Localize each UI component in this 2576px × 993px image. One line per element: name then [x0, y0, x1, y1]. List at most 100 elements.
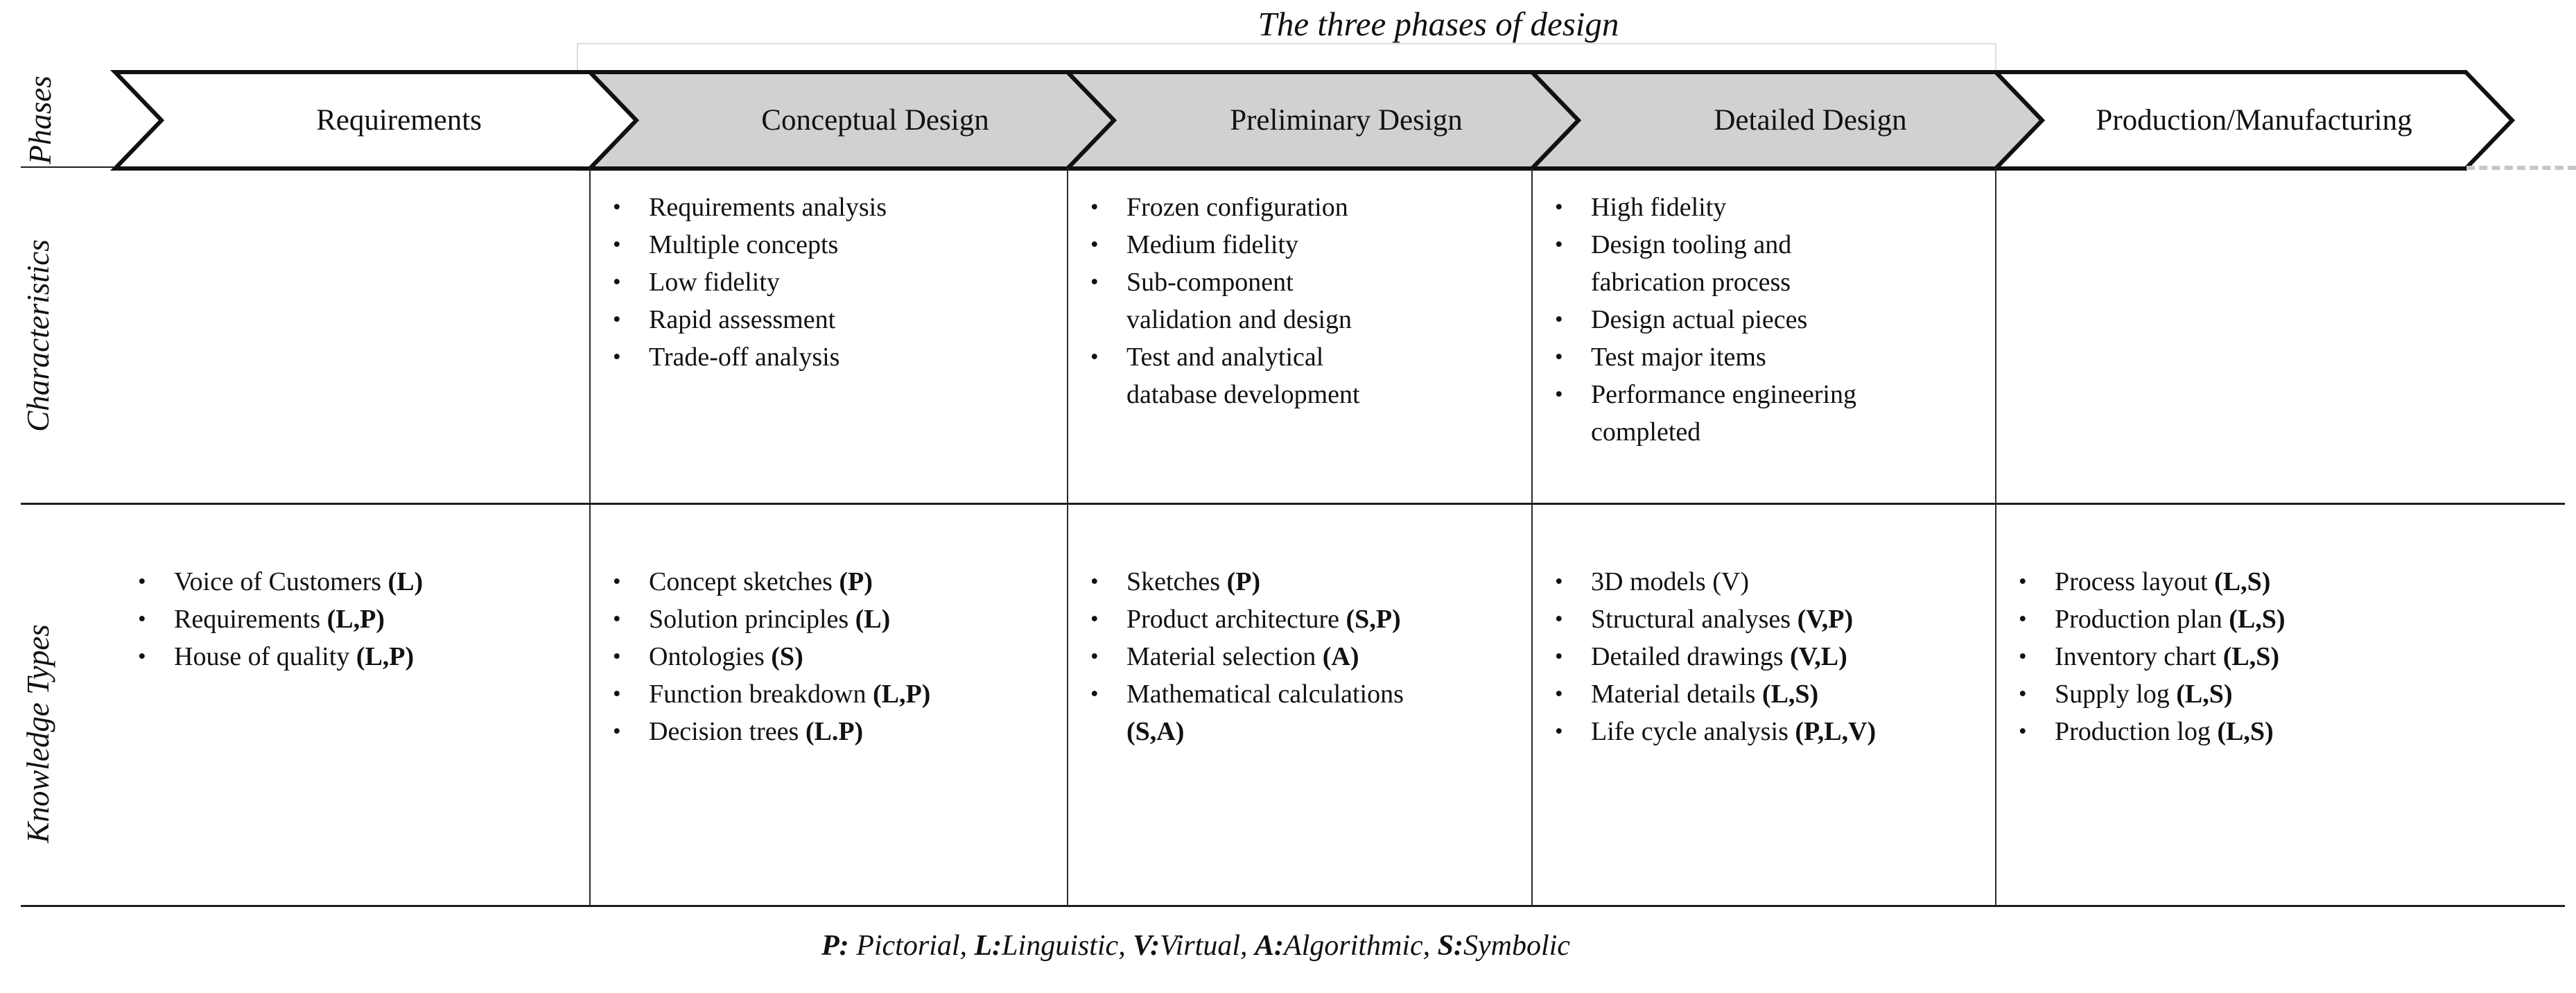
phase-label-preliminary-design: Preliminary Design: [1230, 104, 1463, 137]
knowledge-cell-detailed: •3D models (V)•Structural analyses (V,P)…: [1555, 563, 1971, 750]
list-item: •Multiple concepts: [613, 226, 1000, 264]
list-item-text: Production plan (L,S): [2055, 605, 2286, 634]
knowledge-cell-conceptual: •Concept sketches (P)•Solution principle…: [613, 563, 1022, 750]
knowledge-type-tag: (L.P): [805, 717, 864, 746]
list-item: •3D models (V): [1555, 563, 1971, 601]
list-item: •Material selection (A): [1090, 638, 1492, 675]
bullet-icon: •: [1090, 270, 1099, 295]
legend-value: Pictorial,: [848, 930, 975, 962]
list-item-text: Rapid assessment: [649, 305, 836, 334]
bullet-icon: •: [1555, 607, 1563, 632]
bullet-icon: •: [613, 607, 621, 632]
bullet-icon: •: [613, 270, 621, 295]
bullet-icon: •: [2019, 682, 2027, 707]
list-item: •Requirements analysis: [613, 189, 1000, 226]
bullet-icon: •: [1090, 644, 1099, 669]
legend-value: Virtual,: [1160, 930, 1255, 962]
list-item: •Mathematical calculations (S,A): [1090, 675, 1492, 750]
list-item: •Trade-off analysis: [613, 338, 1000, 376]
bullet-icon: •: [138, 607, 146, 632]
knowledge-type-tag: (L,S): [1761, 680, 1819, 709]
bullet-icon: •: [1555, 382, 1563, 407]
list-item-text: Performance engineering completed: [1591, 380, 1856, 447]
column-divider-2: [1067, 169, 1068, 906]
knowledge-type-tag: (L,S): [2217, 717, 2274, 746]
list-item-text: Voice of Customers (L): [174, 567, 424, 596]
knowledge-type-tag: (S): [771, 642, 803, 671]
list-item: • Life cycle analysis (P,L,V): [1555, 713, 1971, 750]
list-item: •Ontologies (S): [613, 638, 1022, 675]
bullet-icon: •: [1555, 345, 1563, 370]
list-item: •Requirements (L,P): [138, 601, 543, 638]
bullet-icon: •: [613, 307, 621, 332]
knowledge-type-tag: (L,S): [2229, 605, 2286, 634]
row-divider-line: [21, 503, 2565, 505]
characteristics-cell-detailed: •High fidelity•Design tooling and fabric…: [1555, 189, 1929, 451]
row-label-phases: Phases: [23, 76, 58, 164]
list-item-text: Supply log (L,S): [2055, 680, 2233, 709]
bullet-icon: •: [2019, 569, 2027, 594]
knowledge-type-tag: (L,P): [872, 680, 931, 709]
legend-key: V:: [1133, 930, 1160, 962]
bullet-icon: •: [1090, 569, 1099, 594]
list-item: •Medium fidelity: [1090, 226, 1465, 264]
list-item-text: Product architecture (S,P): [1126, 605, 1401, 634]
list-item: •Test and analytical database developmen…: [1090, 338, 1465, 413]
list-item-text: Decision trees (L.P): [649, 717, 864, 746]
list-item: • Performance engineering completed: [1555, 376, 1929, 451]
knowledge-cell-requirements: • Voice of Customers (L) •Requirements (L,…: [138, 563, 543, 675]
legend-value: Linguistic,: [1002, 930, 1133, 962]
list-item-text: Sketches (P): [1126, 567, 1261, 596]
list-item: • Process layout (L,S): [2019, 563, 2462, 601]
phase-label-requirements: Requirements: [316, 104, 482, 137]
bullet-icon: •: [2019, 607, 2027, 632]
knowledge-type-tag: (L,S): [2222, 642, 2279, 671]
list-item: •Frozen configuration: [1090, 189, 1465, 226]
list-item-text: Concept sketches (P): [649, 567, 873, 596]
list-item-text: Design tooling and fabrication process: [1591, 230, 1792, 297]
legend-key: A:: [1254, 930, 1284, 962]
list-item-text: Detailed drawings (V,L): [1591, 642, 1847, 671]
dashed-continuation-line: [2466, 166, 2576, 170]
list-item: • Sketches (P): [1090, 563, 1492, 601]
list-item-text: Requirements analysis: [649, 193, 887, 222]
knowledge-type-tag: (S,A): [1126, 717, 1185, 746]
bullet-icon: •: [2019, 644, 2027, 669]
list-item: •Low fidelity: [613, 264, 1000, 301]
knowledge-type-tag: (A): [1322, 642, 1359, 671]
knowledge-type-tag: (V,L): [1790, 642, 1847, 671]
list-item-text: Frozen configuration: [1126, 193, 1348, 222]
list-item: • Design tooling and fabrication process: [1555, 226, 1929, 301]
bullet-icon: •: [1555, 569, 1563, 594]
list-item: •Material details (L,S): [1555, 675, 1971, 713]
list-item-text: Multiple concepts: [649, 230, 839, 259]
bullet-icon: •: [1090, 345, 1099, 370]
list-item: • Production plan (L,S): [2019, 601, 2462, 638]
knowledge-cell-production: • Process layout (L,S) • Production plan (L…: [2019, 563, 2462, 750]
list-item-text: Function breakdown (L,P): [649, 680, 931, 709]
list-item-text: Production log (L,S): [2055, 717, 2274, 746]
knowledge-type-tag: (L,S): [2176, 680, 2233, 709]
bullet-icon: •: [138, 644, 146, 669]
list-item-text: Trade-off analysis: [649, 343, 840, 372]
list-item-text: Life cycle analysis (P,L,V): [1591, 717, 1877, 746]
list-item: •Production log (L,S): [2019, 713, 2462, 750]
knowledge-type-tag: (S,P): [1346, 605, 1401, 634]
list-item-text: Solution principles (L): [649, 605, 891, 634]
row-label-characteristics: Characteristics: [21, 239, 55, 432]
knowledge-type-tag: (P): [839, 567, 873, 596]
list-item-text: Structural analyses (V,P): [1591, 605, 1854, 634]
column-divider-4: [1995, 169, 1996, 906]
list-item-text: Medium fidelity: [1126, 230, 1299, 259]
bullet-icon: •: [1555, 195, 1563, 220]
bullet-icon: •: [1555, 719, 1563, 744]
list-item-text: Ontologies (S): [649, 642, 803, 671]
list-item-text: Process layout (L,S): [2055, 567, 2271, 596]
list-item-text: Material details (L,S): [1591, 680, 1819, 709]
knowledge-cell-preliminary: • Sketches (P) • Product architecture (S,P)…: [1090, 563, 1492, 750]
list-item: •Sub-component validation and design: [1090, 264, 1465, 338]
legend: P: Pictorial, L:Linguistic, V:Virtual, A…: [693, 929, 1698, 962]
bullet-icon: •: [1555, 232, 1563, 257]
knowledge-type-tag: (V,P): [1797, 605, 1854, 634]
list-item: •Test major items: [1555, 338, 1929, 376]
